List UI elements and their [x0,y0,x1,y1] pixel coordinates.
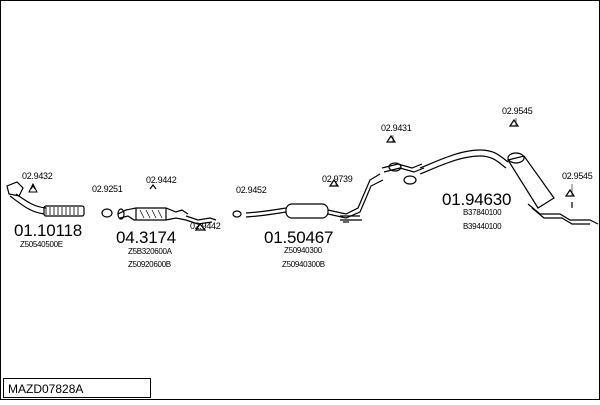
part-number: Z50940300B [282,260,325,269]
rear-gasket-b [403,175,417,185]
hanger-icon-b [508,118,520,127]
rear-gasket-a [388,162,402,172]
diagram-code-box: MAZD07828A [3,378,151,398]
flex-section [43,205,85,217]
fitting-label: 02.9432 [22,171,53,181]
part-number: Z50940300 [284,246,322,255]
assembly-number: 01.10118 [14,221,83,240]
front-pipe-part [6,181,85,217]
front-pipe-flange [6,181,24,197]
assembly-number: 01.50467 [264,228,334,247]
part-number: Z50920600B [128,260,171,269]
part-number: B39440100 [463,222,502,231]
middle-silencer [285,203,329,219]
fitting-label: 02.9251 [92,184,123,194]
fitting-label: 02.9545 [502,106,533,116]
fitting-label: 02.9739 [322,174,353,184]
rear-silencer-body [507,155,555,209]
part-number: Z50540500E [20,240,63,249]
middle-pipe-part [232,173,384,223]
part-number: B37840100 [463,208,502,217]
hanger-icon-c [564,188,576,197]
leader-lines [335,118,573,196]
fitting-label: 02.9545 [562,171,593,181]
diagram-code: MAZD07828A [8,382,84,396]
fitting-label: 02.9431 [381,123,412,133]
fitting-label: 02.9452 [236,185,267,195]
fitting-label: 02.9442 [146,175,177,185]
gasket-icon [28,182,38,193]
assembly-number: 01.94630 [442,190,512,209]
fitting-label: 02.9442 [190,221,221,231]
part-number: Z5B320600A [128,247,172,256]
middle-gasket [232,210,242,218]
assembly-number: 04.3174 [116,228,177,247]
catalyst-gasket [101,208,113,218]
catalyst-part [101,184,217,231]
hanger-icon [385,134,397,143]
